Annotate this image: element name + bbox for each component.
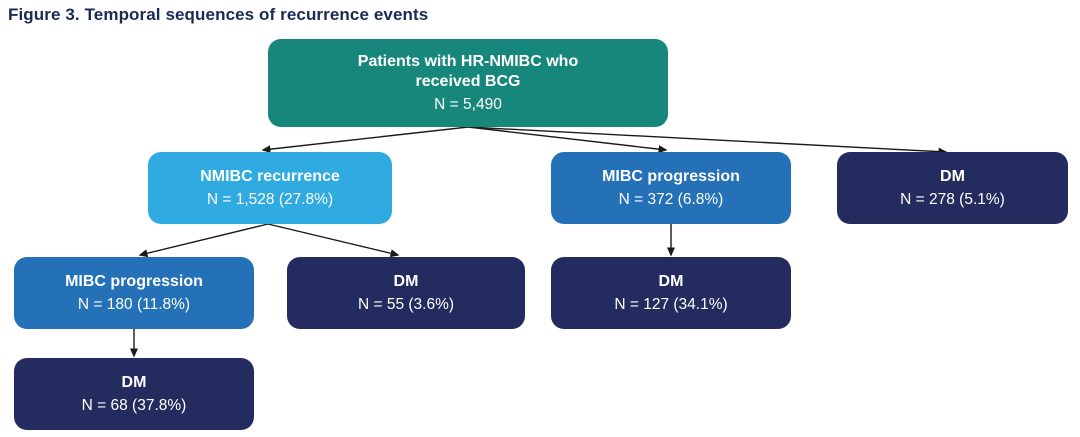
node-dm-after-mibc: DM N = 127 (34.1%) — [551, 257, 791, 329]
node-value: N = 180 (11.8%) — [77, 295, 191, 313]
node-mibc-progression-after-nmibc: MIBC progression N = 180 (11.8%) — [14, 257, 254, 329]
node-label: DM — [121, 373, 147, 391]
edge-root-to-dm — [467, 126, 948, 156]
edge-nmibc-to-dm — [267, 223, 400, 258]
node-label: MIBC progression — [602, 167, 740, 185]
node-dm: DM N = 278 (5.1%) — [837, 152, 1068, 224]
node-value: N = 278 (5.1%) — [900, 190, 1005, 208]
node-label: DM — [393, 272, 419, 290]
node-value: N = 55 (3.6%) — [357, 295, 455, 313]
node-dm-after-nmibc-mibc: DM N = 68 (37.8%) — [14, 358, 254, 430]
edge-root-to-nmibc-recurrence — [261, 126, 469, 154]
node-mibc-progression: MIBC progression N = 372 (6.8%) — [551, 152, 791, 224]
node-label: NMIBC recurrence — [200, 167, 340, 185]
node-dm-after-nmibc: DM N = 55 (3.6%) — [287, 257, 525, 329]
node-value: N = 372 (6.8%) — [618, 190, 724, 208]
node-value: N = 1,528 (27.8%) — [206, 190, 334, 208]
node-label: MIBC progression — [65, 272, 203, 290]
node-nmibc-recurrence: NMIBC recurrence N = 1,528 (27.8%) — [148, 152, 392, 224]
edge-nmibc-to-mibc-progression — [138, 223, 269, 258]
figure-title: Figure 3. Temporal sequences of recurren… — [8, 5, 429, 24]
edge-root-to-mibc-progression — [467, 126, 668, 154]
node-value: N = 5,490 — [434, 95, 502, 113]
node-label: DM — [940, 167, 965, 185]
node-patients-hr-nmibc-bcg: Patients with HR-NMIBC who received BCG … — [268, 39, 668, 127]
node-value: N = 68 (37.8%) — [81, 396, 187, 414]
node-label: Patients with HR-NMIBC who received BCG — [357, 52, 579, 90]
node-value: N = 127 (34.1%) — [614, 295, 728, 313]
node-label: DM — [658, 272, 684, 290]
